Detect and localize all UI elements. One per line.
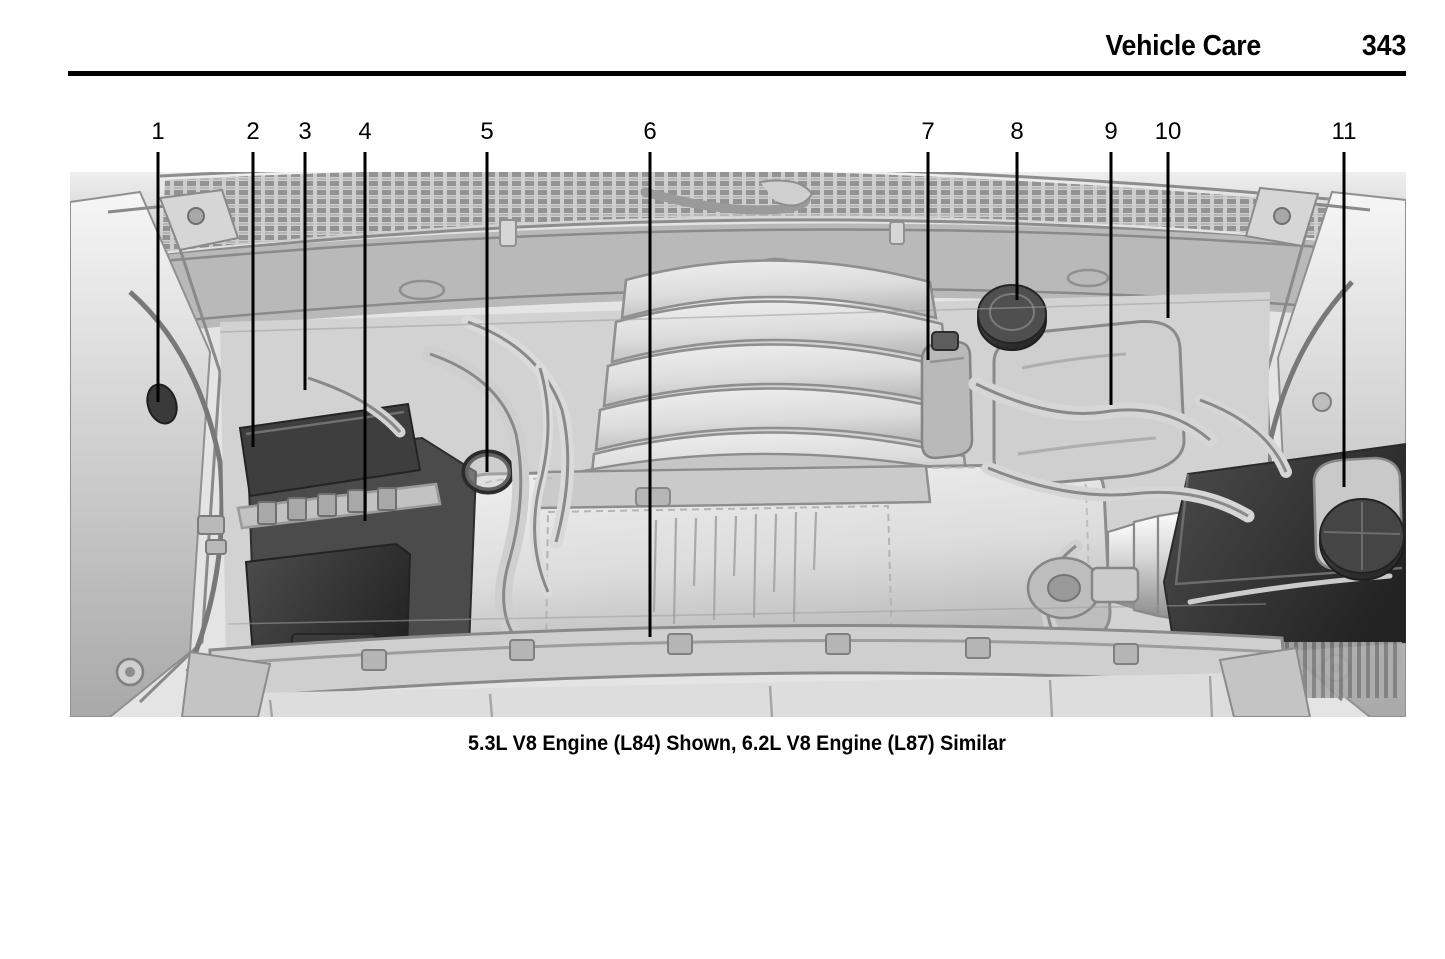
callout-leader-line [1342, 152, 1346, 487]
callout-number: 2 [246, 118, 260, 145]
callout-number: 9 [1104, 118, 1118, 145]
callout-leader-line [1166, 152, 1170, 318]
callout-number: 8 [1010, 118, 1024, 145]
callout-leader-line [303, 152, 307, 390]
callout-leader-line [251, 152, 255, 447]
figure-engine-compartment: 1 2 3 4 5 6 7 8 9 10 11 5.3L V8 Engine [68, 110, 1406, 770]
figure-caption: 5.3L V8 Engine (L84) Shown, 6.2L V8 Engi… [468, 732, 1006, 755]
callout-number: 5 [480, 118, 494, 145]
callout-leader-line [156, 152, 160, 402]
callout-leader-line [363, 152, 367, 521]
page-number: 343 [1361, 30, 1406, 62]
callout-leader-line [648, 152, 652, 637]
brake-reservoir-shape [1312, 456, 1405, 581]
page-title: Vehicle Care [1105, 30, 1262, 62]
callout-leader-line [1015, 152, 1019, 300]
callout-number: 4 [358, 118, 372, 145]
callout-leader-line [1109, 152, 1113, 405]
callout-number: 7 [921, 118, 935, 145]
callout-leader-line [485, 152, 489, 472]
coolant-cap-shape [977, 284, 1047, 351]
callout-number: 6 [643, 118, 657, 145]
header-divider [68, 71, 1406, 76]
callout-number: 10 [1154, 118, 1182, 145]
callout-leaders: 1 2 3 4 5 6 7 8 9 10 11 [68, 110, 1406, 770]
callout-number: 11 [1331, 118, 1357, 145]
page-header: Vehicle Care 343 [0, 30, 1445, 74]
callout-number: 1 [151, 118, 165, 145]
engine-compartment-illustration [70, 172, 1406, 717]
engine-bay-artwork [70, 172, 1406, 717]
callout-number: 3 [298, 118, 312, 145]
callout-leader-line [926, 152, 930, 360]
